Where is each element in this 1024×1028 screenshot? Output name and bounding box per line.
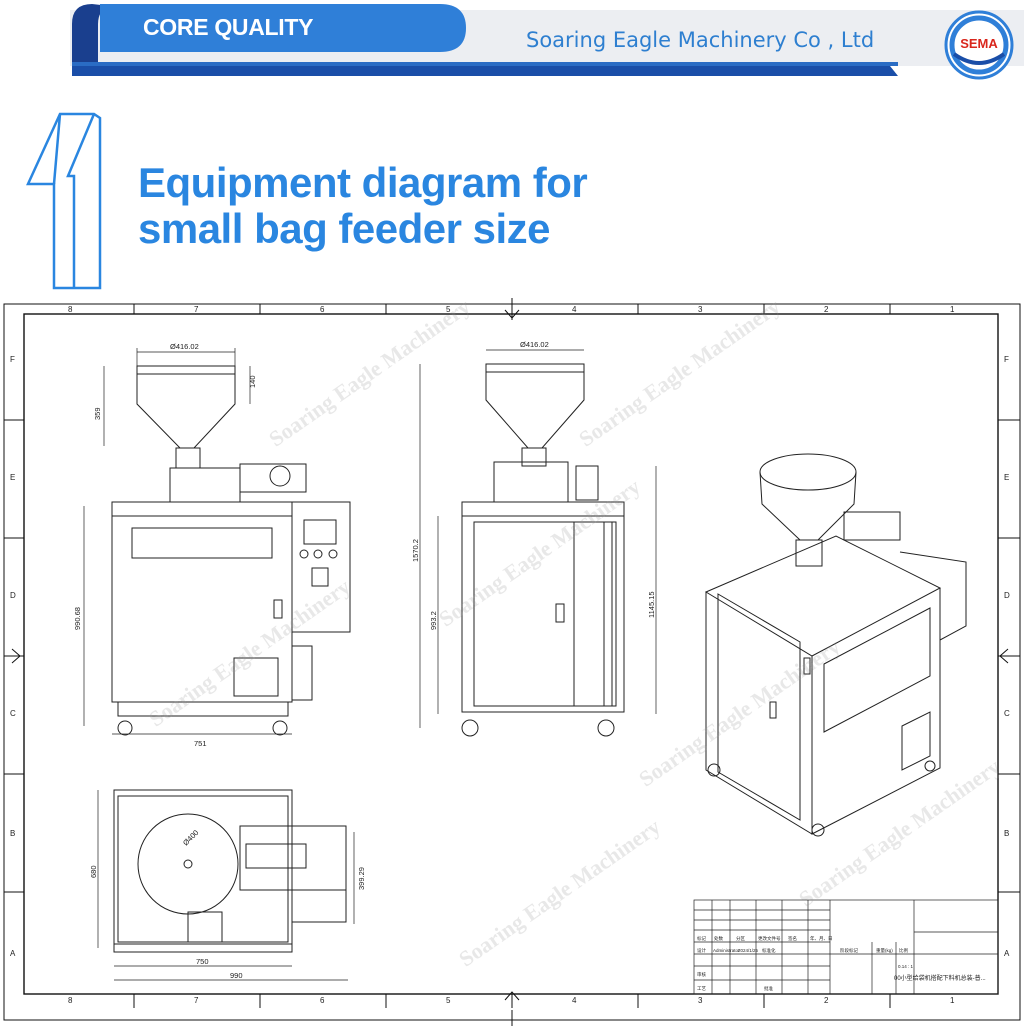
col-label-8-bottom: 8	[68, 996, 73, 1005]
header-title: CORE QUALITY	[143, 14, 314, 40]
col-label-3: 3	[698, 305, 703, 314]
tb-zone: 分区	[736, 935, 745, 942]
col-label-5: 5	[446, 305, 451, 314]
dim-top-side: 399.29	[357, 867, 366, 890]
dim-front-hopper-h: 140	[248, 375, 257, 388]
tb-standard: 标准化	[762, 947, 776, 954]
dim-front-body-h: 990.68	[73, 607, 82, 630]
col-label-2-bottom: 2	[824, 996, 829, 1005]
side-view	[461, 363, 625, 737]
col-label-7-bottom: 7	[194, 996, 199, 1005]
tb-change-doc: 更改文件号	[758, 935, 781, 942]
dim-top-depth: 680	[89, 865, 98, 878]
row-label-d: D	[10, 591, 16, 600]
col-label-6-bottom: 6	[320, 996, 325, 1005]
tb-process: 工艺	[697, 986, 706, 991]
row-label-f-right: F	[1004, 355, 1009, 364]
col-label-8: 8	[68, 305, 73, 314]
tb-date: 年、月、日	[810, 935, 833, 942]
title-block	[693, 899, 999, 995]
dim-side-body-h: 993.2	[429, 611, 438, 630]
row-label-a-right: A	[1004, 949, 1010, 958]
logo-text: SEMA	[960, 36, 998, 51]
col-label-1-bottom: 1	[950, 996, 955, 1005]
dim-side-body-h2: 1145.15	[647, 591, 656, 618]
tb-count: 处数	[714, 935, 723, 942]
row-label-c: C	[10, 709, 16, 718]
section-title: Equipment diagram for small bag feeder s…	[138, 159, 588, 252]
col-label-4-bottom: 4	[572, 996, 577, 1005]
tb-designer: Administrator	[713, 948, 740, 953]
row-label-e-right: E	[1004, 473, 1009, 482]
tb-approve: 批准	[764, 985, 773, 992]
col-label-4: 4	[572, 305, 577, 314]
section-title-line1: Equipment diagram for	[138, 159, 588, 206]
header-banner: CORE QUALITY Soaring Eagle Machinery Co …	[0, 0, 1024, 80]
front-view-dimensions	[83, 348, 292, 735]
row-label-d-right: D	[1004, 591, 1010, 600]
sema-logo: SEMA	[944, 10, 1014, 80]
front-view	[111, 365, 351, 736]
isometric-view	[704, 453, 967, 837]
side-view-dimensions	[419, 349, 657, 728]
col-label-5-bottom: 5	[446, 996, 451, 1005]
col-label-2: 2	[824, 305, 829, 314]
section-title-line2: small bag feeder size	[138, 205, 551, 252]
header-background	[0, 0, 1024, 80]
tb-drawing-name: 00小型给袋机搭配下料机总装-普...	[894, 974, 986, 982]
row-label-f: F	[10, 355, 15, 364]
tb-design: 设计	[697, 947, 706, 954]
tb-mark: 标记	[697, 935, 706, 942]
row-label-b: B	[10, 829, 15, 838]
dim-top-w2: 990	[230, 971, 243, 980]
tb-stage: 阶段标记	[840, 947, 858, 954]
col-label-3-bottom: 3	[698, 996, 703, 1005]
tb-review: 审核	[697, 971, 706, 978]
dim-front-hopper-dia: Ø416.02	[170, 342, 199, 351]
tb-sign: 签名	[788, 935, 797, 942]
top-view	[113, 789, 347, 953]
dim-front-width: 751	[194, 739, 207, 748]
dim-top-w1: 750	[196, 957, 209, 966]
col-label-7: 7	[194, 305, 199, 314]
engineering-drawing: 8 7 6 5 4 3 2 1 8 7 6 5 4 3 2 1 F E D C …	[3, 298, 1021, 1026]
company-name: Soaring Eagle Machinery Co , Ltd	[526, 28, 875, 52]
top-view-dimensions	[97, 790, 355, 981]
tb-design-date: 2024/1/25	[738, 948, 759, 953]
dim-top-dia: Ø400	[181, 828, 200, 847]
row-label-e: E	[10, 473, 15, 482]
dim-front-hopper-total: 359	[93, 407, 102, 420]
col-label-6: 6	[320, 305, 325, 314]
tb-scale: 比例	[899, 947, 908, 954]
row-label-c-right: C	[1004, 709, 1010, 718]
tb-scale-value: 0.14 : 1	[898, 964, 914, 969]
step-number-one	[26, 112, 102, 290]
dim-side-hopper-dia: Ø416.02	[520, 340, 549, 349]
tb-weight: 重量(kg)	[876, 947, 893, 954]
dim-side-total-h: 1570.2	[411, 539, 420, 562]
col-label-1: 1	[950, 305, 955, 314]
row-label-a: A	[10, 949, 16, 958]
row-label-b-right: B	[1004, 829, 1009, 838]
